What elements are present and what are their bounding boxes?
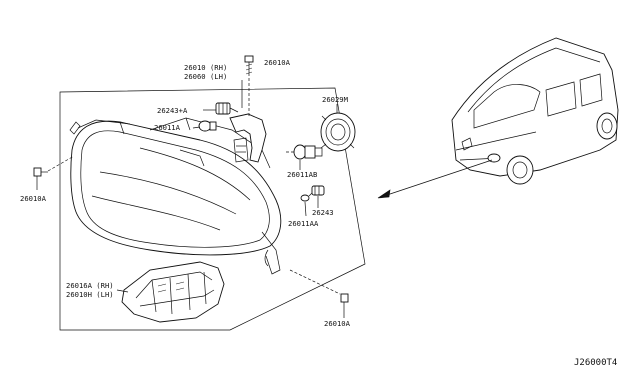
dust-cover	[320, 112, 356, 152]
bulb-main	[286, 144, 323, 160]
callout-labels: 26010A 26010 (RH) 26060 (LH) 26243+A 260…	[20, 58, 351, 328]
label-side-bulb: 26011AA	[288, 219, 319, 228]
headlamp-assembly	[69, 117, 282, 275]
socket-bracket	[229, 113, 267, 163]
bolt-left-part	[33, 155, 75, 190]
pointer-arrow	[377, 159, 493, 199]
label-bulb-main: 26011AB	[287, 170, 317, 179]
label-bulb-socket: 26243+A	[157, 106, 188, 115]
label-cover: 26029M	[322, 95, 349, 104]
mounting-bracket	[121, 261, 225, 323]
bolt-top-part	[244, 55, 254, 116]
leader-lines	[116, 80, 338, 293]
vehicle-sketch	[451, 37, 619, 185]
label-bolt-left: 26010A	[20, 194, 47, 203]
bulb-socket-upper	[215, 102, 239, 115]
label-bracket-lh: 26010H (LH)	[66, 290, 114, 299]
assembly-frame	[59, 87, 366, 331]
label-headlamp-rh: 26010 (RH)	[184, 63, 227, 72]
diagram-reference: J26000T4	[574, 358, 617, 368]
label-bolt-top: 26010A	[264, 58, 291, 67]
label-bracket-rh: 26016A (RH)	[66, 281, 114, 290]
bulb-small	[198, 120, 217, 132]
label-side-socket: 26243	[312, 208, 334, 217]
label-bolt-bottom: 26010A	[324, 319, 351, 328]
side-marker-socket	[300, 185, 325, 202]
label-headlamp-lh: 26060 (LH)	[184, 72, 227, 81]
label-bulb-small: 26011A	[154, 123, 181, 132]
bolt-bottom-part	[289, 269, 349, 318]
